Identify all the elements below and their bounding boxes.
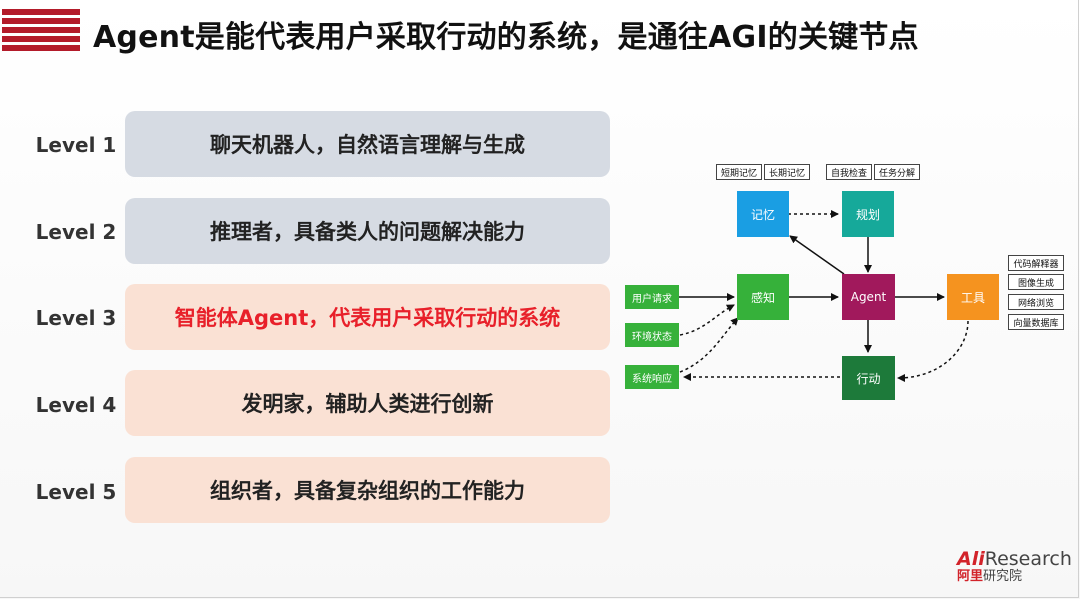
- level-3-box: 智能体Agent，代表用户采取行动的系统: [125, 284, 610, 350]
- tag-self-check: 自我检查: [826, 164, 872, 180]
- level-2-label: Level 2: [35, 220, 117, 244]
- edge-env-perception: [679, 304, 735, 336]
- tag-vector-db: 向量数据库: [1008, 314, 1064, 330]
- tag-task-decompose: 任务分解: [874, 164, 920, 180]
- logo-stripes: [2, 9, 80, 51]
- level-5-box: 组织者，具备复杂组织的工作能力: [125, 457, 610, 523]
- node-tools: 工具: [947, 274, 999, 320]
- tag-web-browse: 网络浏览: [1008, 294, 1064, 310]
- node-memory: 记忆: [737, 191, 789, 237]
- tag-code-interpreter: 代码解释器: [1008, 255, 1064, 271]
- tag-long-memory: 长期记忆: [764, 164, 810, 180]
- brand-cn-red: 阿里: [957, 569, 984, 584]
- node-user-request: 用户请求: [625, 285, 679, 309]
- level-5-label: Level 5: [35, 480, 117, 504]
- tag-image-gen: 图像生成: [1008, 274, 1064, 290]
- edge-agent-memory: [789, 235, 845, 275]
- brand-research: Research: [984, 548, 1072, 570]
- level-4-label: Level 4: [35, 393, 117, 417]
- node-agent: Agent: [842, 274, 895, 320]
- level-1-label: Level 1: [35, 133, 117, 157]
- level-4-box: 发明家，辅助人类进行创新: [125, 370, 610, 436]
- tag-short-memory: 短期记忆: [716, 164, 762, 180]
- edge-tools-action: [897, 320, 969, 382]
- node-planning: 规划: [842, 191, 894, 237]
- node-env-state: 环境状态: [625, 323, 679, 347]
- node-action: 行动: [842, 356, 895, 400]
- level-1-box: 聊天机器人，自然语言理解与生成: [125, 111, 610, 177]
- brand-ali: Ali: [957, 548, 985, 570]
- brand-cn-rest: 研究院: [983, 569, 1023, 584]
- slide-title: Agent是能代表用户采取行动的系统，是通往AGI的关键节点: [93, 20, 919, 55]
- level-2-box: 推理者，具备类人的问题解决能力: [125, 198, 610, 264]
- alresearch-logo: AliResearch 阿里研究院: [957, 549, 1072, 584]
- edge-response-perception: [679, 317, 739, 373]
- level-3-label: Level 3: [35, 306, 117, 330]
- node-perception: 感知: [737, 274, 789, 320]
- node-system-response: 系统响应: [625, 365, 679, 389]
